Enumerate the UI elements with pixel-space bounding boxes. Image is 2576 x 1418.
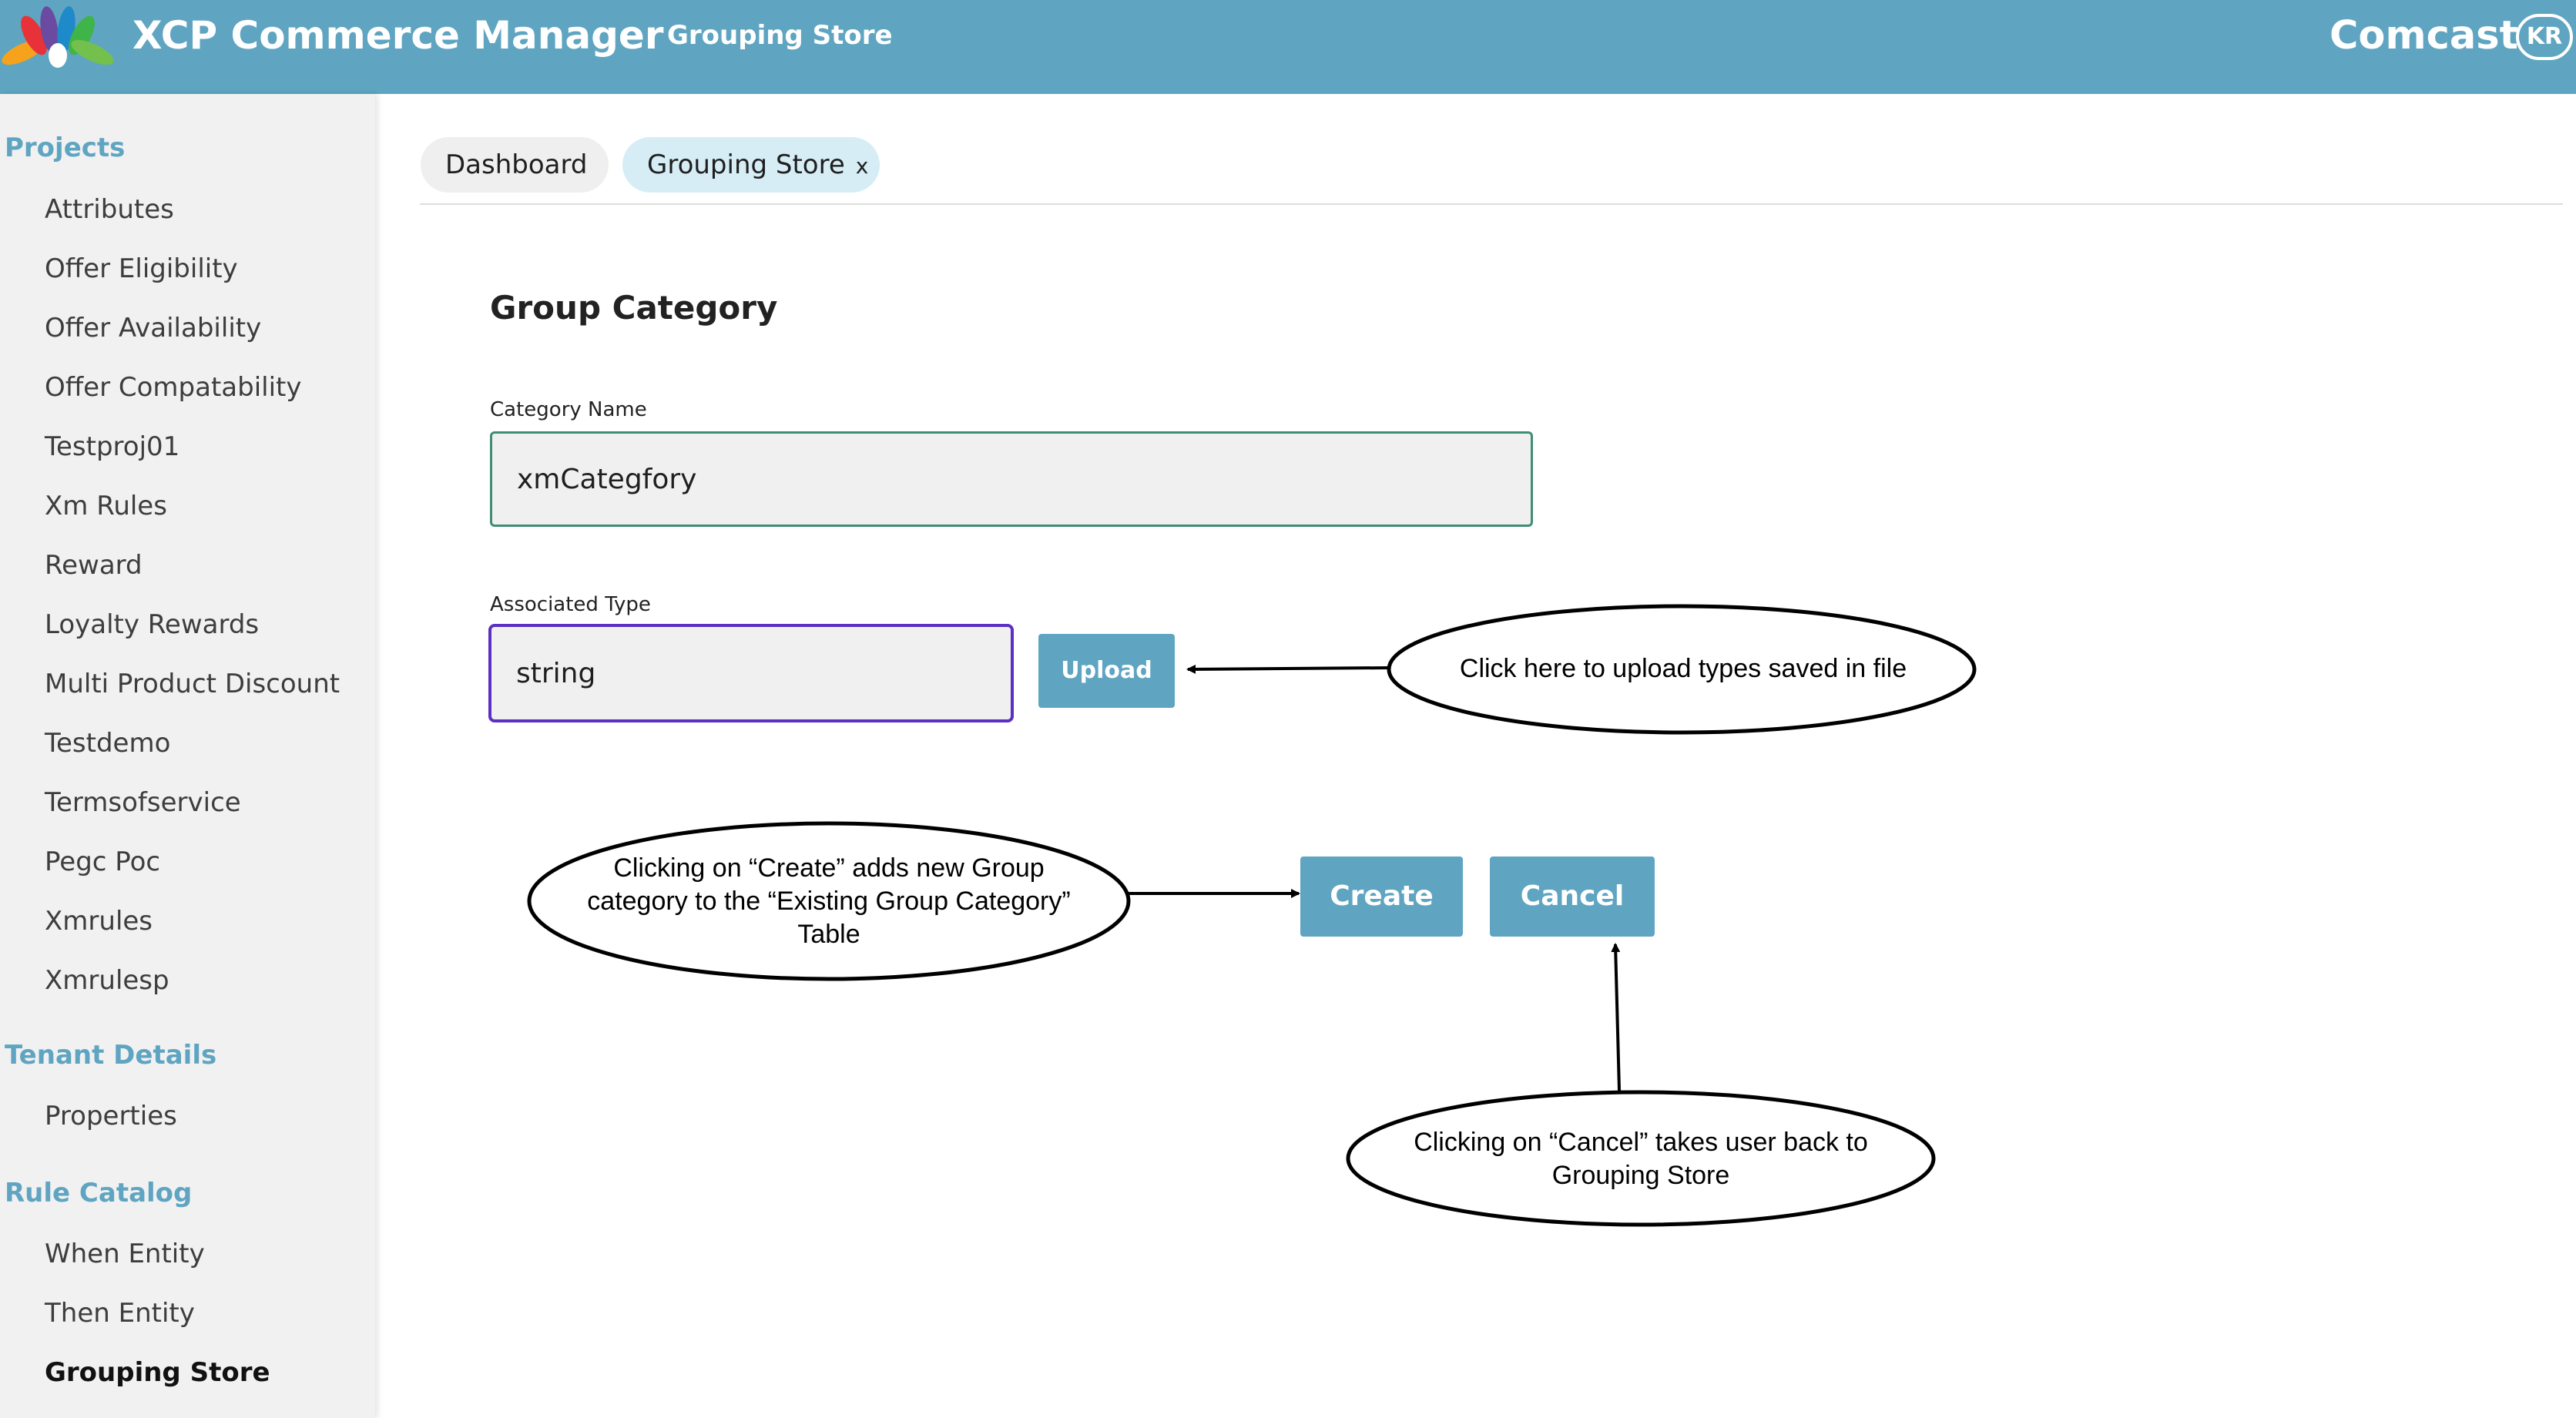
- tab-dashboard-label: Dashboard: [445, 149, 588, 180]
- close-tab-icon[interactable]: x: [855, 153, 869, 179]
- brand-name: Comcast: [2329, 13, 2518, 59]
- form-title: Group Category: [490, 289, 778, 327]
- upload-callout-arrow: [1186, 664, 1390, 674]
- tab-divider: [420, 203, 2563, 205]
- category-name-input[interactable]: [490, 431, 1533, 527]
- sidebar-item-xm-rules[interactable]: Xm Rules: [45, 491, 167, 521]
- top-bar: XCP Commerce Manager Grouping Store Comc…: [0, 0, 2576, 94]
- sidebar-item-xmrules[interactable]: Xmrules: [45, 906, 153, 937]
- sidebar-item-testproj01[interactable]: Testproj01: [45, 431, 180, 462]
- upload-button[interactable]: Upload: [1038, 634, 1175, 708]
- sidebar-item-then-entity[interactable]: Then Entity: [45, 1298, 195, 1329]
- sidebar-item-multi-product-discount[interactable]: Multi Product Discount: [45, 669, 340, 699]
- tab-dashboard[interactable]: Dashboard: [421, 137, 609, 193]
- sidebar-item-offer-eligibility[interactable]: Offer Eligibility: [45, 253, 238, 284]
- sidebar-item-offer-compatability[interactable]: Offer Compatability: [45, 372, 302, 403]
- app-title: XCP Commerce Manager: [132, 13, 664, 58]
- sidebar-item-when-entity[interactable]: When Entity: [45, 1239, 205, 1269]
- sidebar-item-pegc-poc[interactable]: Pegc Poc: [45, 846, 161, 877]
- sidebar-item-testdemo[interactable]: Testdemo: [45, 728, 171, 759]
- store-title[interactable]: Grouping Store: [667, 20, 893, 51]
- peacock-logo-icon[interactable]: [0, 5, 116, 75]
- sidebar-item-reward[interactable]: Reward: [45, 550, 143, 581]
- category-name-label: Category Name: [490, 398, 647, 421]
- sidebar-item-attributes[interactable]: Attributes: [45, 194, 174, 225]
- cancel-callout-text: Clicking on “Cancel” takes user back to …: [1414, 1128, 1868, 1190]
- sidebar-heading-projects[interactable]: Projects: [5, 132, 126, 163]
- upload-callout-text: Click here to upload types saved in file: [1459, 654, 1907, 683]
- tab-grouping-store-label: Grouping Store: [647, 149, 845, 180]
- sidebar-item-offer-availability[interactable]: Offer Availability: [45, 313, 262, 344]
- associated-type-input[interactable]: [488, 624, 1014, 722]
- create-callout-text: Clicking on “Create” adds new Group cate…: [587, 853, 1071, 949]
- tab-grouping-store[interactable]: Grouping Store x: [622, 137, 880, 193]
- create-button[interactable]: Create: [1300, 856, 1463, 937]
- sidebar-item-properties[interactable]: Properties: [45, 1101, 177, 1131]
- sidebar-item-xmrulesp[interactable]: Xmrulesp: [45, 965, 169, 996]
- sidebar: Projects Attributes Offer Eligibility Of…: [0, 94, 375, 1418]
- sidebar-heading-rule-catalog[interactable]: Rule Catalog: [5, 1178, 193, 1208]
- sidebar-item-loyalty-rewards[interactable]: Loyalty Rewards: [45, 609, 260, 640]
- sidebar-item-termsofservice[interactable]: Termsofservice: [45, 787, 241, 818]
- sidebar-heading-tenant-details[interactable]: Tenant Details: [5, 1040, 217, 1071]
- cancel-callout-arrow: [1611, 943, 1621, 1091]
- associated-type-label: Associated Type: [490, 593, 651, 616]
- user-avatar[interactable]: KR: [2516, 14, 2573, 60]
- cancel-button[interactable]: Cancel: [1490, 856, 1655, 937]
- sidebar-item-grouping-store[interactable]: Grouping Store: [45, 1357, 270, 1388]
